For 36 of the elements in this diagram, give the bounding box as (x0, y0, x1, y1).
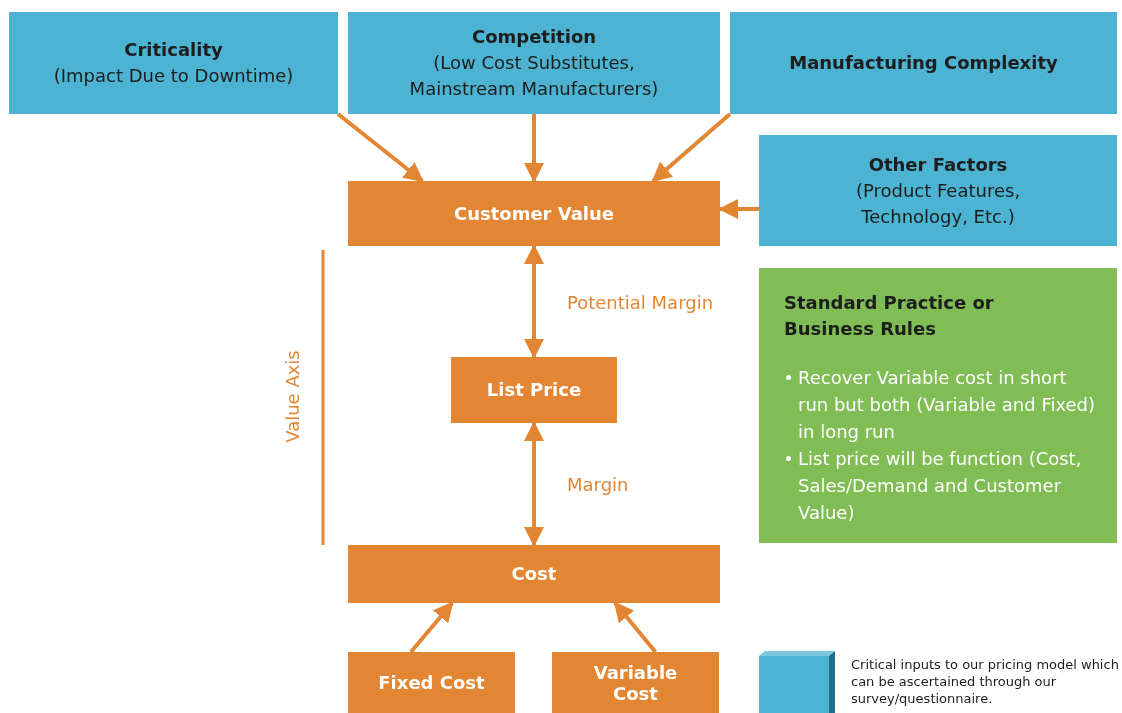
arrow (524, 421, 544, 547)
rules-box (759, 268, 1117, 543)
arrow (524, 114, 544, 183)
arrow (409, 601, 454, 654)
arrow (651, 112, 732, 183)
box-label: Manufacturing Complexity (789, 51, 1058, 75)
pricing-box (348, 652, 515, 713)
input-factor-box (759, 135, 1117, 246)
input-factor-box (348, 12, 720, 114)
bullet-text: Recover Variable cost in short run but both (Variable and Fixed) in long run (798, 367, 1096, 442)
edge-label: Margin (567, 474, 629, 495)
arrow (524, 244, 544, 359)
pricing-box (348, 545, 720, 603)
input-factor-box (730, 12, 1117, 114)
box-label: Variable Cost (592, 661, 679, 704)
box-label: Customer Value (453, 201, 615, 226)
arrow (613, 601, 658, 654)
pricing-box (451, 357, 617, 423)
bullet-text: List price will be function (Cost, Sales/Demand and Customer Value) (798, 448, 1082, 523)
pricing-box (348, 181, 720, 246)
legend-text: Critical inputs to our pricing model which can be ascertained through our survey/questionnaire. (851, 656, 1120, 707)
box-label: List Price (486, 378, 582, 402)
edge-label: Potential Margin (567, 292, 714, 313)
factor-detail: (Impact Due to Downtime) (53, 64, 294, 88)
arrow (718, 199, 759, 219)
factor-heading: Competition (471, 25, 597, 49)
pricing-box (552, 652, 719, 713)
rules-heading: Standard Practice or Business Rules (784, 291, 995, 341)
arrow (336, 112, 424, 183)
factor-heading: Other Factors (868, 152, 1008, 177)
factor-detail: (Product Features, Technology, Etc.) (854, 178, 1022, 229)
box-label: Cost (511, 562, 557, 586)
input-factor-box (9, 12, 338, 114)
factor-heading: Criticality (124, 38, 223, 62)
factor-detail: (Low Cost Substitutes, Mainstream Manufacturers) (408, 51, 660, 101)
box-label: Fixed Cost (378, 670, 485, 695)
